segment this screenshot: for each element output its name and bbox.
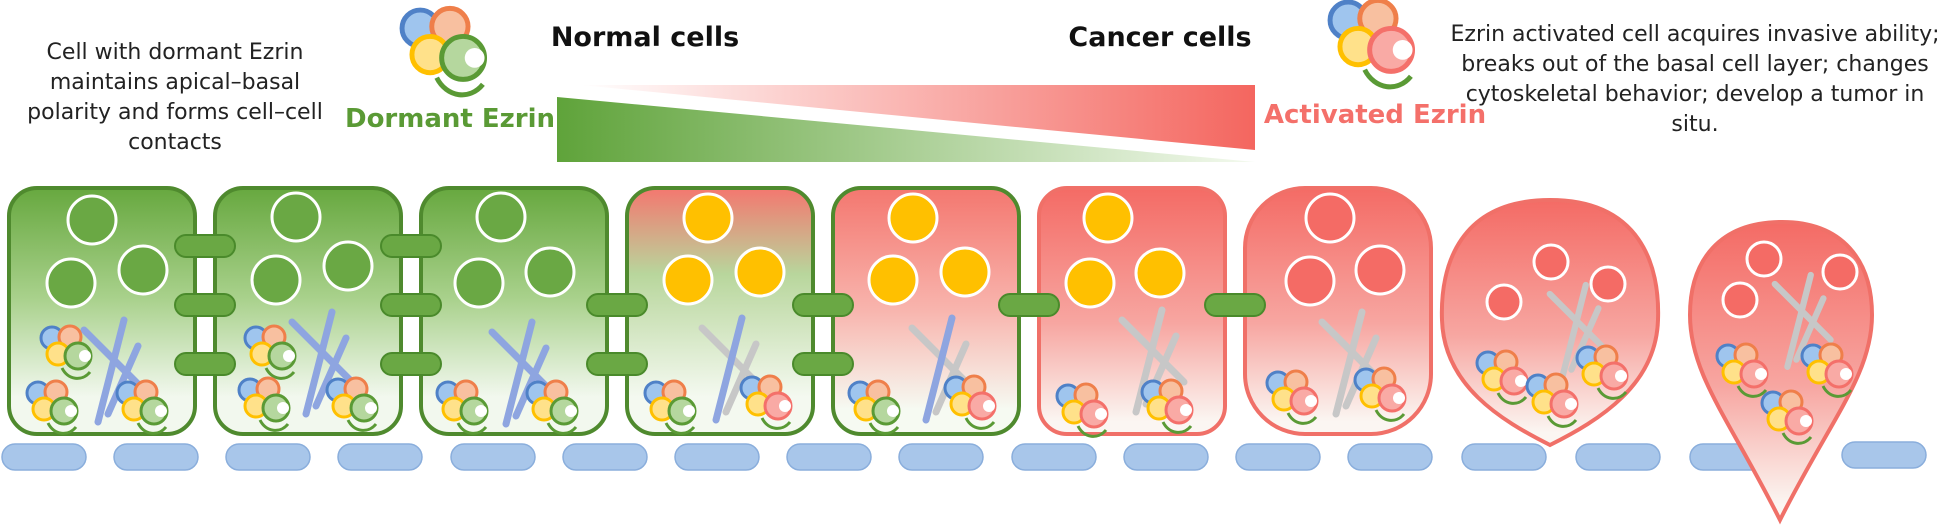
cell-6-cancer	[1037, 186, 1227, 438]
cell-7-cancer	[1243, 186, 1433, 436]
cell-9-breakout	[1687, 219, 1875, 525]
cell-8-invasive	[1439, 197, 1661, 448]
activated-ezrin-label: Activated Ezrin	[1263, 100, 1487, 130]
cancer-gradient-wedge	[580, 85, 1255, 150]
cancer-cells-label: Cancer cells	[1068, 22, 1252, 53]
dormant-ezrin-label: Dormant Ezrin	[344, 104, 556, 134]
cell-5-transition	[831, 186, 1021, 436]
cell-3-normal	[419, 186, 609, 436]
cell-4-transition	[625, 186, 815, 436]
activated-ezrin-icon	[1330, 0, 1413, 86]
basement-membrane	[1, 441, 1927, 471]
left-description: Cell with dormant Ezrin maintains apical…	[27, 40, 323, 155]
normal-cells-label: Normal cells	[550, 22, 740, 53]
normal-gradient-wedge	[557, 97, 1255, 162]
right-description: Ezrin activated cell acquires invasive a…	[1450, 22, 1940, 137]
dormant-ezrin-icon	[402, 8, 485, 94]
cell-1-normal	[7, 186, 197, 436]
cell-2-normal	[213, 186, 403, 436]
